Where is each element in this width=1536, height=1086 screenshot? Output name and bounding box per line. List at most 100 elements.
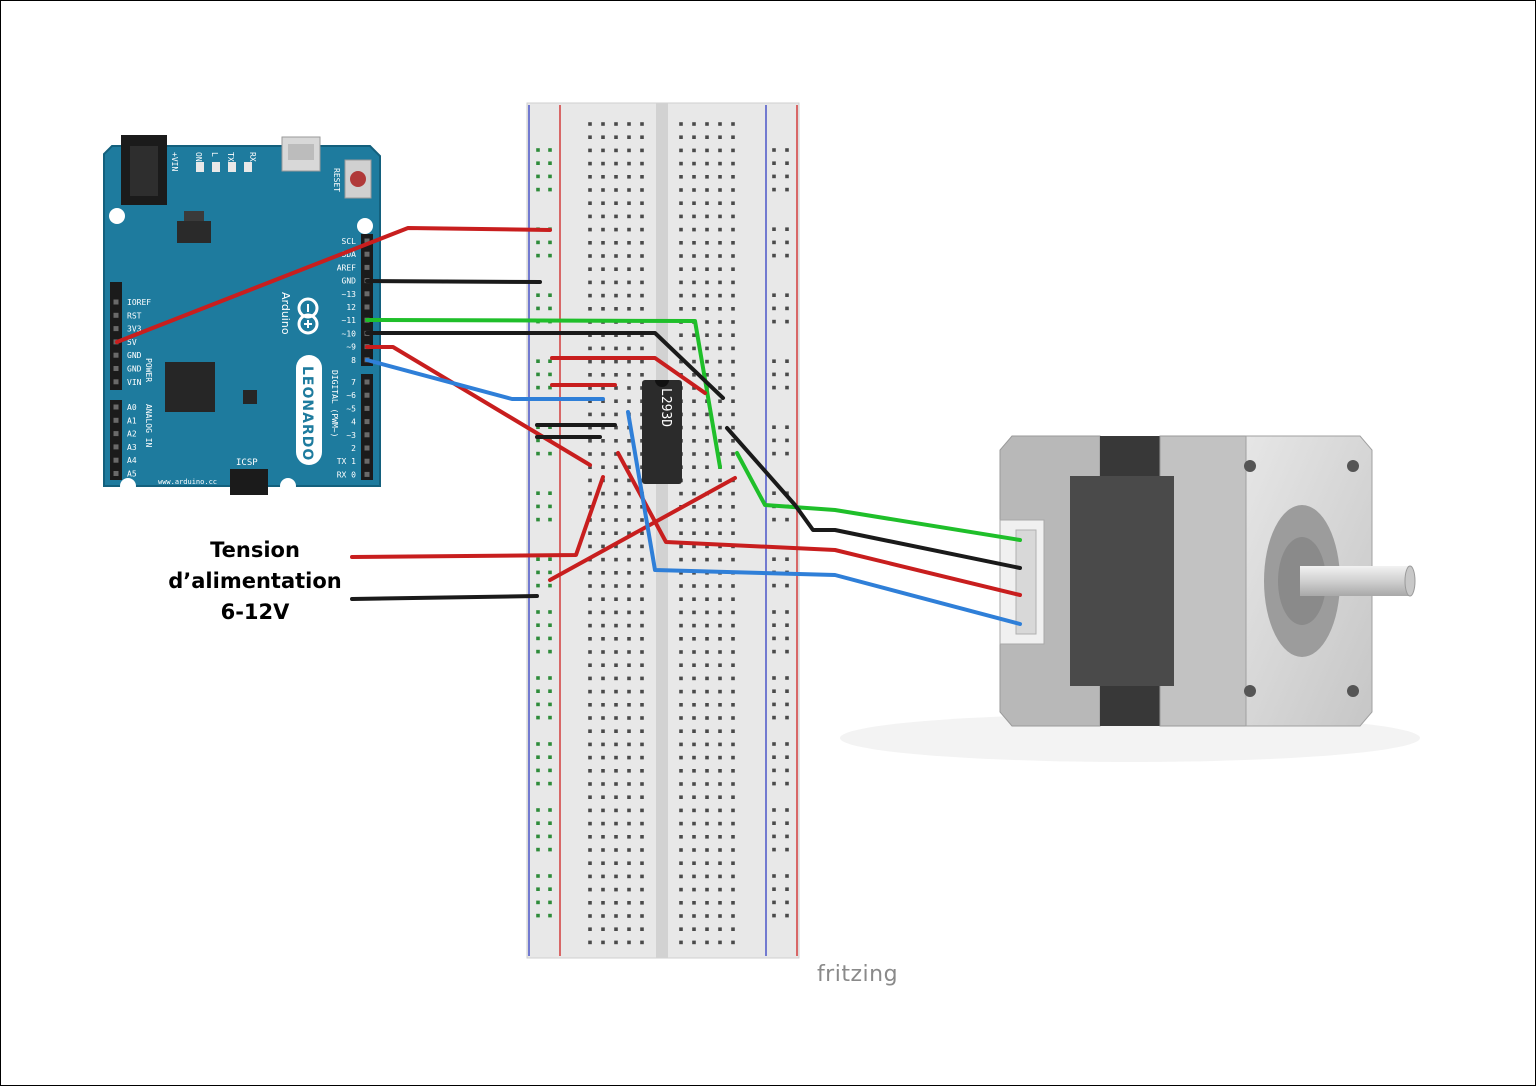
breadboard-hole [640, 716, 644, 720]
rail-hole [772, 768, 776, 773]
power-header-label: POWER [144, 358, 153, 382]
breadboard-hole [731, 307, 735, 311]
breadboard-hole [588, 689, 592, 694]
l293d-chip: L293D [642, 380, 682, 484]
breadboard-hole [731, 214, 735, 219]
rail-hole [785, 306, 789, 311]
breadboard-hole [627, 623, 631, 628]
digital-pin [364, 238, 370, 244]
breadboard-hole [731, 927, 735, 931]
rail-hole [548, 702, 552, 707]
breadboard-hole [601, 650, 605, 654]
breadboard-hole [731, 465, 735, 469]
breadboard-hole [679, 161, 683, 166]
supply-label-line1: Tension [210, 538, 300, 562]
breadboard-hole [588, 637, 592, 641]
rail-hole [772, 372, 776, 377]
breadboard-hole [718, 214, 722, 219]
breadboard-hole [692, 359, 696, 364]
board-origin: MADE IN ITALY [158, 487, 214, 495]
breadboard-hole [601, 742, 605, 747]
breadboard-hole [679, 188, 683, 192]
rail-hole [772, 821, 776, 825]
breadboard-hole [588, 663, 592, 667]
breadboard-hole [731, 531, 735, 535]
digital-label: 2 [351, 444, 356, 453]
wire-5v-red [115, 226, 552, 344]
breadboard-hole [731, 782, 735, 786]
breadboard-hole [731, 848, 735, 852]
breadboard-hole [627, 676, 631, 681]
rail-hole [785, 808, 789, 812]
breadboard-hole [679, 557, 683, 562]
breadboard-hole [614, 571, 618, 575]
screw-icon [1244, 460, 1256, 472]
wire-gnd-black [365, 279, 542, 284]
breadboard-hole [588, 874, 592, 879]
breadboard-hole [627, 518, 631, 522]
breadboard-hole [614, 373, 618, 377]
breadboard-hole [679, 874, 683, 879]
breadboard-hole [588, 848, 592, 852]
breadboard-hole [718, 320, 722, 324]
breadboard-hole [601, 386, 605, 390]
digital-pin [364, 471, 370, 477]
digital-label: ~5 [346, 404, 356, 413]
breadboard-hole [731, 148, 735, 153]
breadboard-hole [731, 241, 735, 245]
supply-voltage-label: Tension d’alimentation 6-12V [150, 535, 360, 628]
breadboard-hole [718, 901, 722, 905]
breadboard-hole [731, 188, 735, 192]
breadboard-hole [601, 425, 605, 430]
rail-hole [785, 636, 789, 641]
breadboard-hole [601, 241, 605, 245]
breadboard-hole [718, 531, 722, 535]
breadboard-hole [731, 716, 735, 720]
breadboard-hole [588, 505, 592, 509]
breadboard-hole [614, 359, 618, 364]
breadboard-hole [705, 729, 709, 733]
digital-pin [364, 251, 370, 257]
rail-hole [772, 306, 776, 311]
breadboard-hole [692, 861, 696, 865]
rail-hole [536, 755, 540, 759]
breadboard-hole [640, 755, 644, 760]
breadboard-hole [601, 769, 605, 773]
breadboard-hole [705, 637, 709, 641]
breadboard-hole [731, 386, 735, 390]
led [228, 162, 236, 172]
rail-hole [548, 359, 552, 363]
digital-pin [364, 419, 370, 425]
rail-hole [785, 610, 789, 614]
breadboard-hole [679, 940, 683, 945]
breadboard-hole [731, 320, 735, 324]
rail-hole [785, 385, 789, 390]
rail-hole [536, 913, 540, 918]
breadboard-hole [679, 135, 683, 139]
rail-hole [772, 148, 776, 152]
breadboard-hole [588, 716, 592, 720]
top-label: TX [226, 152, 235, 162]
analog-header-label: ANALOG IN [144, 404, 153, 448]
digital-label: ~10 [342, 329, 357, 338]
breadboard-hole [679, 584, 683, 588]
breadboard-hole [731, 518, 735, 522]
reset-button[interactable] [350, 171, 366, 187]
breadboard-hole [627, 227, 631, 232]
breadboard-hole [718, 122, 722, 126]
rail-hole [536, 253, 540, 258]
breadboard-hole [640, 887, 644, 892]
breadboard-hole [692, 399, 696, 403]
rail-hole [785, 821, 789, 825]
rail-hole [772, 293, 776, 297]
rail-hole [548, 874, 552, 878]
breadboard-hole [614, 623, 618, 628]
breadboard-hole [731, 175, 735, 179]
breadboard-hole [731, 201, 735, 205]
breadboard-hole [718, 267, 722, 271]
breadboard-hole [588, 241, 592, 245]
breadboard-hole [588, 175, 592, 179]
breadboard-hole [718, 227, 722, 232]
breadboard-hole [718, 175, 722, 179]
